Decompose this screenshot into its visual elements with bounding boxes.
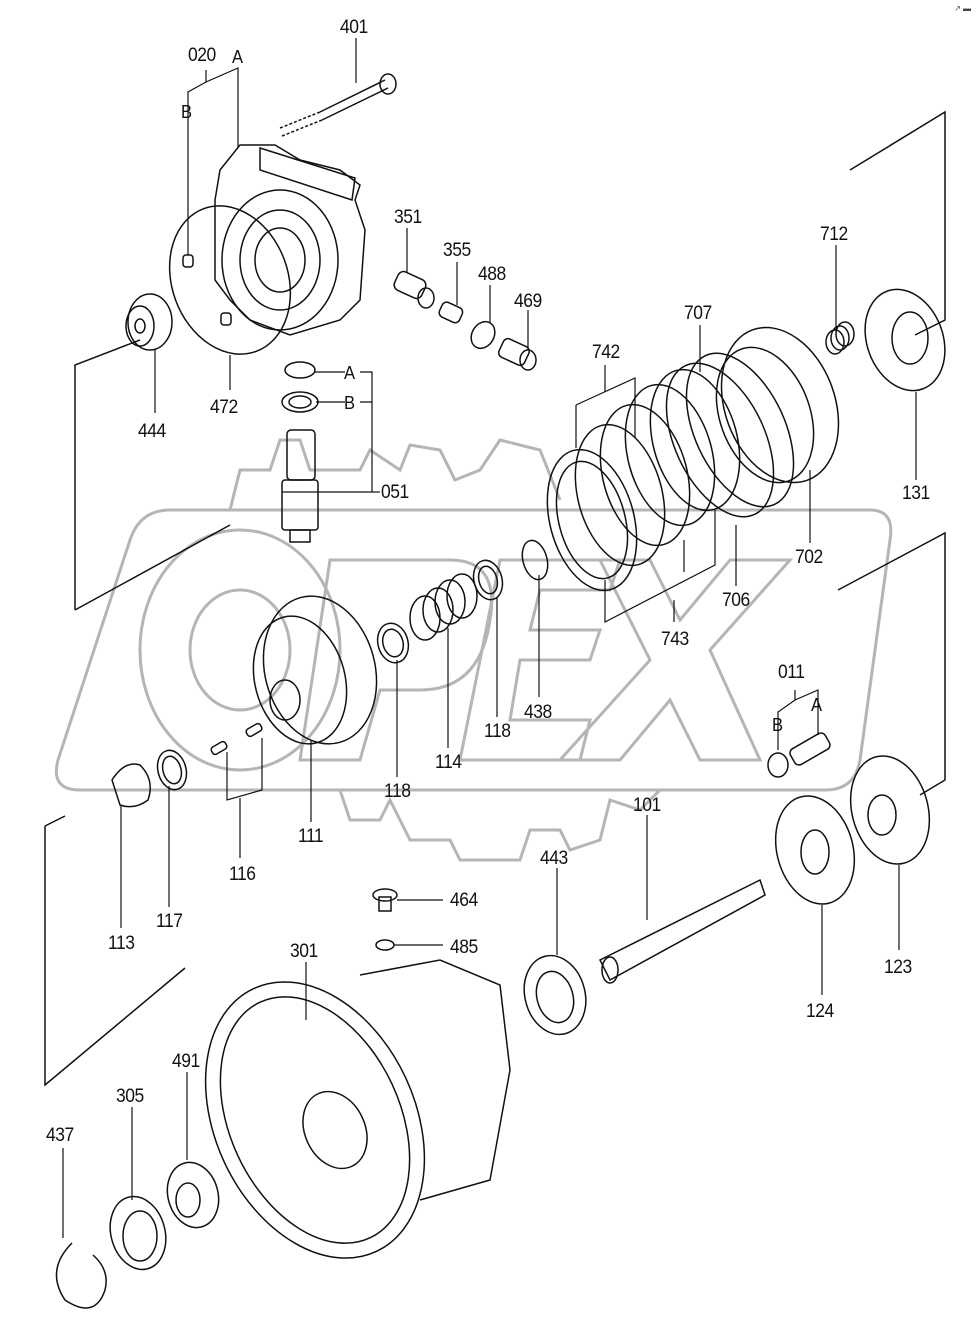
part-443-bearing xyxy=(523,954,587,1036)
part-label-111: 111 xyxy=(298,826,324,847)
part-label-438: 438 xyxy=(524,702,552,723)
part-label-011-b: B xyxy=(772,715,783,735)
part-401-bolt xyxy=(279,73,397,137)
watermark-letter-o xyxy=(138,528,342,772)
part-051-oring-a xyxy=(284,361,316,379)
part-label-118-lower: 118 xyxy=(384,781,411,802)
part-label-020: 020 xyxy=(188,45,216,66)
part-117-ring xyxy=(156,749,188,791)
watermark-gear xyxy=(228,438,662,862)
part-label-437: 437 xyxy=(46,1125,74,1146)
part-051-washer-b xyxy=(281,391,319,413)
watermark-letter-x xyxy=(556,558,794,762)
part-111-cylinder-block xyxy=(252,595,378,745)
part-label-707: 707 xyxy=(684,303,712,324)
part-label-011: 011 xyxy=(778,662,805,683)
part-label-305: 305 xyxy=(116,1086,144,1107)
watermark-frame xyxy=(54,508,893,792)
part-label-051-a: A xyxy=(344,363,355,383)
frame-line-left-upper-diag xyxy=(74,524,231,611)
frame-line-left-upper xyxy=(74,339,141,610)
part-label-444: 444 xyxy=(138,421,166,442)
frame-line-right-upper xyxy=(849,110,946,336)
part-label-123: 123 xyxy=(884,957,912,978)
part-label-131: 131 xyxy=(902,483,930,504)
watermark-letter-p xyxy=(298,558,494,762)
corner-mark: ↗ ▬ xyxy=(954,4,971,13)
part-491-seal xyxy=(166,1161,220,1229)
part-label-051-b: B xyxy=(344,393,355,413)
part-351-valve xyxy=(393,270,435,309)
part-label-401: 401 xyxy=(340,17,368,38)
part-702-piston xyxy=(715,326,840,484)
part-label-706: 706 xyxy=(722,590,750,611)
part-706-ring xyxy=(665,362,775,518)
part-444-bearing xyxy=(125,293,173,351)
part-123-retainer xyxy=(849,755,931,865)
part-469-plug xyxy=(497,337,537,371)
part-label-491: 491 xyxy=(172,1051,200,1072)
part-301-casing xyxy=(204,959,511,1259)
part-label-101: 101 xyxy=(633,795,661,816)
part-label-443: 443 xyxy=(540,848,568,869)
part-label-117: 117 xyxy=(156,911,183,932)
part-488-oring xyxy=(470,320,496,350)
part-label-116: 116 xyxy=(229,864,256,885)
part-355-spring xyxy=(438,301,464,324)
part-712-spring xyxy=(825,321,855,355)
part-label-742: 742 xyxy=(592,342,620,363)
part-label-469: 469 xyxy=(514,291,542,312)
part-101-shaft xyxy=(598,878,766,984)
part-label-011-a: A xyxy=(811,695,822,715)
part-label-301: 301 xyxy=(290,941,318,962)
part-485-oring xyxy=(375,939,395,951)
part-label-020-a: A xyxy=(232,47,243,67)
part-472-oring xyxy=(168,205,292,355)
part-label-472: 472 xyxy=(210,397,238,418)
part-113-spline-collar xyxy=(111,763,151,808)
part-label-351: 351 xyxy=(394,207,422,228)
part-label-114: 114 xyxy=(435,752,462,773)
part-label-118-upper: 118 xyxy=(484,721,511,742)
part-464-plug xyxy=(372,888,398,912)
part-label-743: 743 xyxy=(661,629,689,650)
part-124-swash-plate xyxy=(774,795,856,905)
part-label-020-b: B xyxy=(181,102,192,122)
part-011-piston xyxy=(767,732,831,778)
part-label-113: 113 xyxy=(108,933,135,954)
frame-line-left-lower xyxy=(44,815,186,1087)
leader-lines xyxy=(62,38,917,1238)
part-707-ring xyxy=(685,352,795,508)
part-label-124: 124 xyxy=(806,1001,834,1022)
part-valve-block xyxy=(168,144,366,355)
part-305-ring xyxy=(109,1195,167,1271)
frame-line-right-lower xyxy=(837,531,946,796)
part-label-712: 712 xyxy=(820,224,848,245)
part-label-464: 464 xyxy=(450,890,478,911)
part-438-snap-ring xyxy=(521,539,549,581)
part-label-051: 051 xyxy=(381,482,409,503)
part-116-pin-b xyxy=(245,722,263,738)
part-118-ring-lower xyxy=(376,622,410,664)
part-label-488: 488 xyxy=(478,264,506,285)
part-116-pin-a xyxy=(210,740,228,756)
watermark xyxy=(54,438,893,862)
part-437-snap-ring xyxy=(55,1242,107,1309)
part-label-702: 702 xyxy=(795,547,823,568)
part-114-spring xyxy=(409,573,478,641)
part-051-valve xyxy=(281,429,319,543)
part-label-485: 485 xyxy=(450,937,478,958)
part-label-355: 355 xyxy=(443,240,471,261)
part-disk-pack xyxy=(546,368,741,592)
part-131-plate xyxy=(864,288,946,392)
